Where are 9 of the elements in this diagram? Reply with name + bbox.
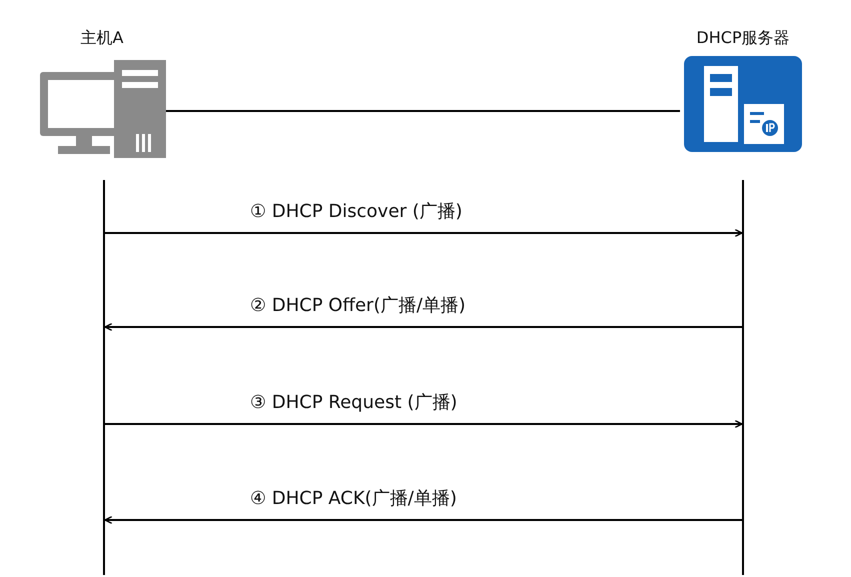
lifeline [103, 180, 105, 575]
message-arrow [104, 322, 742, 332]
server-label: DHCP服务器 [696, 28, 790, 49]
host-label: 主机A [80, 28, 124, 49]
message-arrow [104, 516, 742, 524]
lifeline [742, 180, 744, 575]
connection-line [166, 110, 680, 112]
message-arrow [105, 420, 743, 428]
message-arrow [105, 228, 743, 238]
